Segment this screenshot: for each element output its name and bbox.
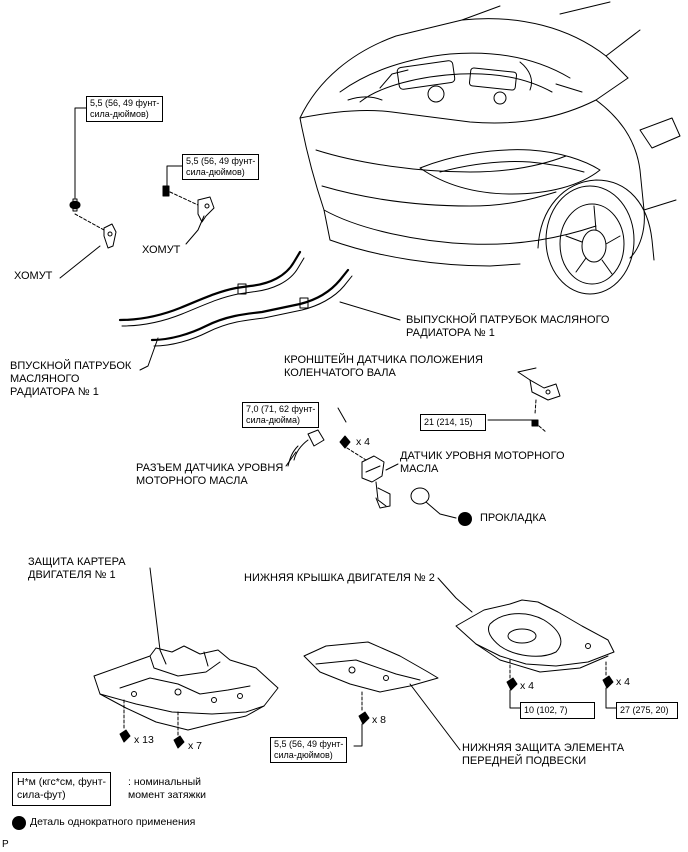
label-engine-under-cover-2: НИЖНЯЯ КРЫШКА ДВИГАТЕЛЯ № 2: [244, 572, 435, 584]
label-oil-cooler-outlet: ВЫПУСКНОЙ ПАТРУБОК МАСЛЯНОГО РАДИАТОРА №…: [406, 314, 610, 339]
label-oil-level-connector: РАЗЪЕМ ДАТЧИКА УРОВНЯ МОТОРНОГО МАСЛА: [136, 462, 284, 487]
engine-under-cover-part: [455, 599, 615, 673]
crankcase-guard-part: [93, 645, 279, 731]
torque-box-clamp-left: 5,5 (56, 49 фунт- сила-дюймов): [86, 96, 164, 122]
qty-crankcase-bolts-b: x 7: [188, 740, 203, 752]
non-reusable-marker-gasket: [458, 512, 472, 526]
torque-box-under-cover-right: 27 (275, 20): [616, 702, 678, 719]
torque-box-under-cover-left: 10 (102, 7): [520, 702, 595, 719]
torque-box-suspension-guard: 5,5 (56, 49 фунт- сила-дюймов): [270, 737, 348, 763]
clamp-center-part: [162, 185, 215, 223]
gasket-part: [410, 487, 430, 505]
vehicle-front-illustration: [299, 1, 681, 295]
legend-unit-description: : номинальный момент затяжки: [128, 776, 207, 801]
qty-under-cover-bolts-left: x 4: [520, 680, 535, 692]
label-crankcase-guard: ЗАЩИТА КАРТЕРА ДВИГАТЕЛЯ № 1: [28, 556, 126, 581]
torque-box-oil-sensor: 7,0 (71, 62 фунт- сила-дюйма): [242, 402, 320, 428]
label-front-suspension-guard: НИЖНЯЯ ЗАЩИТА ЭЛЕМЕНТА ПЕРЕДНЕЙ ПОДВЕСКИ: [462, 742, 625, 767]
crank-sensor-bracket-part: [517, 371, 561, 433]
corner-mark: P: [2, 839, 9, 850]
label-clamp-left: ХОМУТ: [14, 270, 53, 282]
qty-crankcase-bolts-a: x 13: [134, 734, 154, 746]
label-oil-level-sensor: ДАТЧИК УРОВНЯ МОТОРНОГО МАСЛА: [400, 450, 565, 475]
oil-cooler-pipes: [118, 250, 353, 347]
torque-box-clamp-center: 5,5 (56, 49 фунт- сила-дюймов): [182, 154, 260, 180]
oil-level-sensor-part: [287, 429, 391, 509]
label-gasket: ПРОКЛАДКА: [480, 512, 547, 524]
torque-box-crank-bracket: 21 (214, 15): [420, 414, 486, 431]
qty-under-cover-bolts-right: x 4: [616, 676, 631, 688]
label-clamp-center: ХОМУТ: [142, 244, 181, 256]
clamp-left-part: [69, 198, 117, 249]
label-oil-cooler-inlet: ВПУСКНОЙ ПАТРУБОК МАСЛЯНОГО РАДИАТОРА № …: [10, 360, 132, 398]
qty-oil-sensor-bolts: x 4: [356, 436, 371, 448]
qty-suspension-guard-bolts: x 8: [372, 714, 387, 726]
legend-non-reusable-label: Деталь однократного применения: [30, 816, 196, 828]
legend-unit-box: Н*м (кгс*см, фунт- сила-фут): [12, 772, 112, 806]
front-suspension-guard-part: [303, 641, 439, 693]
legend-non-reusable-icon: [12, 816, 26, 830]
label-crank-sensor-bracket: КРОНШТЕЙН ДАТЧИКА ПОЛОЖЕНИЯ КОЛЕНЧАТОГО …: [284, 354, 483, 379]
